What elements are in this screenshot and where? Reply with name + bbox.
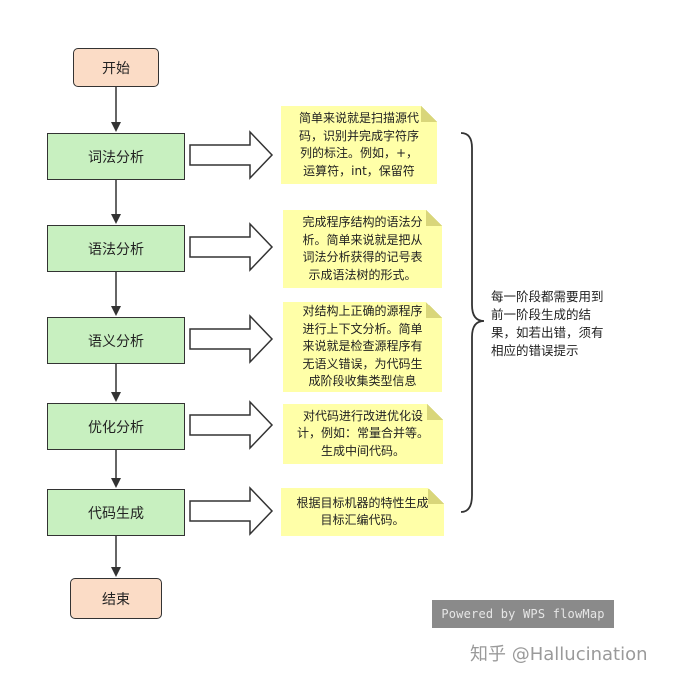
note-line: 码，识别并完成字符序 <box>298 128 419 143</box>
lexical-analysis-node: 词法分析 <box>47 133 185 180</box>
note-line: 生成中间代码。 <box>320 443 405 458</box>
note-fold <box>427 404 443 420</box>
block-arrow-semantic <box>189 314 274 364</box>
note-line: 根据目标机器的特性生成 <box>296 495 429 510</box>
note-line: 对代码进行改进优化设 <box>302 408 423 423</box>
side-annotation-line: 相应的错误提示 <box>491 343 579 358</box>
note-fold <box>426 210 442 226</box>
note-semantic: 对结构上正确的源程序 进行上下文分析。简单 来说就是检查源程序有 无语义错误，为… <box>283 302 442 392</box>
block-arrow-lexical <box>189 130 274 180</box>
note-line: 简单来说就是扫描源代 <box>298 111 419 125</box>
start-node: 开始 <box>73 48 159 87</box>
note-line: 进行上下文分析。简单 <box>302 321 423 336</box>
side-annotation-line: 果，如若出错，须有 <box>491 325 604 340</box>
wps-watermark: Powered by WPS flowMap <box>432 600 614 628</box>
note-line: 对结构上正确的源程序 <box>302 304 423 319</box>
note-line: 成阶段收集类型信息 <box>308 374 417 389</box>
side-annotation-line: 前一阶段生成的结 <box>491 307 592 322</box>
semantic-analysis-node: 语义分析 <box>47 317 185 364</box>
block-arrow-optimize <box>189 400 274 450</box>
note-optimize: 对代码进行改进优化设 计，例如：常量合并等。 生成中间代码。 <box>283 404 443 464</box>
block-arrow-codegen <box>189 486 274 536</box>
note-line: 无语义错误，为代码生 <box>302 356 423 371</box>
note-fold <box>421 106 437 122</box>
note-line: 列的标注。例如，+， <box>299 146 419 160</box>
syntax-analysis-node: 语法分析 <box>47 225 185 272</box>
side-annotation-line: 每一阶段都需要用到 <box>491 289 604 304</box>
end-node: 结束 <box>70 578 162 619</box>
note-line: 计，例如：常量合并等。 <box>296 426 429 441</box>
note-fold <box>428 488 444 504</box>
note-line: 词法分析获得的记号表 <box>302 250 423 264</box>
note-lexical: 简单来说就是扫描源代 码，识别并完成字符序 列的标注。例如，+， 运算符，int… <box>281 106 437 184</box>
note-line: 来说就是检查源程序有 <box>302 339 423 354</box>
zhihu-credit: 知乎 @Hallucination <box>470 644 648 665</box>
note-line: 示成语法树的形式。 <box>308 267 417 282</box>
optimization-node: 优化分析 <box>47 403 185 450</box>
note-fold <box>426 302 442 318</box>
code-generation-node: 代码生成 <box>47 489 185 536</box>
side-annotation: 每一阶段都需要用到 前一阶段生成的结 果，如若出错，须有 相应的错误提示 <box>491 288 621 360</box>
block-arrow-syntax <box>189 222 274 272</box>
note-syntax: 完成程序结构的语法分 析。简单来说就是把从 词法分析获得的记号表 示成语法树的形… <box>283 210 442 288</box>
note-codegen: 根据目标机器的特性生成 目标汇编代码。 <box>281 488 444 536</box>
note-line: 析。简单来说就是把从 <box>302 232 423 247</box>
note-line: 目标汇编代码。 <box>320 513 405 527</box>
note-line: 完成程序结构的语法分 <box>302 215 423 229</box>
curly-brace <box>460 132 485 513</box>
note-line: 运算符，int，保留符 <box>303 163 415 178</box>
